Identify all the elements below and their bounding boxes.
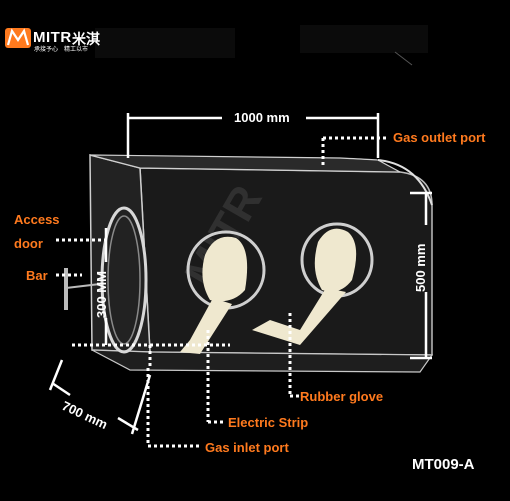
door-height-dimension-label: 300 MM	[94, 271, 109, 318]
model-number: MT009-A	[412, 456, 475, 473]
brand-name: MITR	[33, 29, 72, 46]
access-door-label-line2: door	[14, 236, 43, 251]
brand-tagline-left: 承接予心	[34, 47, 59, 53]
width-dimension-label: 1000 mm	[234, 110, 290, 125]
height-dimension-label: 500 mm	[413, 243, 428, 292]
header-bar-right	[300, 25, 428, 53]
leader-lines	[56, 136, 388, 448]
brand-cn-name: 米淇	[72, 31, 100, 47]
rubber-glove-left	[180, 230, 266, 354]
brand-tagline-right: 精工以市	[64, 47, 89, 53]
gas-inlet-port-label: Gas inlet port	[205, 440, 289, 455]
rubber-glove-right	[252, 222, 374, 345]
bar-label: Bar	[26, 268, 48, 283]
glovebox-body: MITR	[64, 154, 434, 373]
access-door-label-line1: Access	[14, 212, 60, 227]
gas-outlet-port-label: Gas outlet port	[393, 130, 486, 145]
mitr-logo-icon	[5, 28, 31, 48]
header-bar-left	[95, 28, 235, 58]
dimension-lines	[48, 113, 432, 435]
electric-strip-label: Electric Strip	[228, 415, 309, 430]
rubber-glove-label: Rubber glove	[300, 389, 384, 404]
